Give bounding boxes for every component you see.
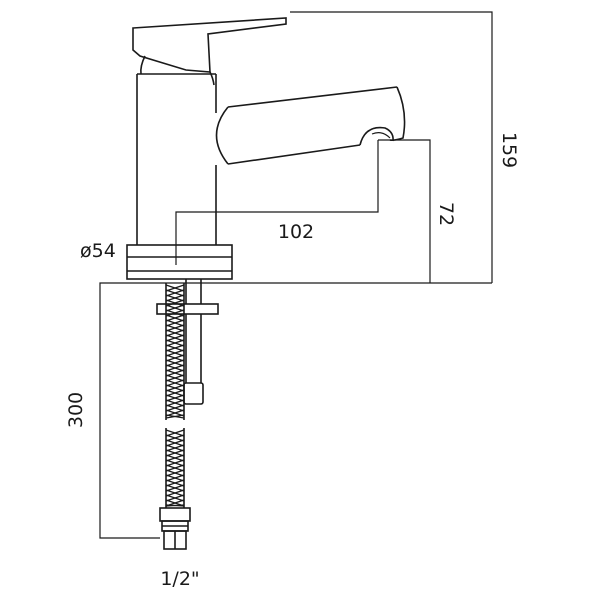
braid-strand — [165, 434, 185, 442]
braid-strand — [165, 389, 185, 397]
braid-strand — [165, 479, 185, 487]
braid-strand — [165, 299, 185, 307]
braid-strand — [165, 394, 185, 402]
braid-strand — [165, 489, 185, 497]
braided-hose — [165, 283, 185, 508]
braid-strand — [165, 459, 185, 467]
total-height-label: 159 — [498, 132, 520, 168]
hose-connector — [159, 507, 191, 550]
braid-strand — [165, 384, 185, 392]
braid-strand — [165, 504, 185, 507]
braid-strand — [165, 484, 185, 492]
braid-strand — [165, 429, 185, 437]
braid-strand — [165, 454, 185, 462]
braid-strand — [165, 364, 185, 372]
braid-strand — [165, 319, 185, 327]
braid-strand — [165, 349, 185, 357]
braid-strand — [165, 359, 185, 367]
dimension-lines — [99, 11, 493, 539]
braid-strand — [165, 399, 185, 407]
braid-strand — [165, 414, 185, 419]
lever-handle — [132, 17, 287, 86]
spout — [215, 86, 406, 165]
braid-strand — [165, 294, 185, 302]
connector-size-label: 1/2" — [160, 568, 199, 590]
braid-strand — [165, 439, 185, 447]
braid-strand — [165, 344, 185, 352]
braid-strand — [165, 309, 185, 317]
braid-strand — [165, 304, 185, 312]
base-diameter-label: ø54 — [80, 240, 116, 262]
braid-strand — [165, 339, 185, 347]
braid-strand — [165, 324, 185, 332]
braid-strand — [165, 464, 185, 472]
braid-strand — [165, 314, 185, 322]
braid-strand — [165, 329, 185, 337]
braid-strand — [165, 474, 185, 482]
braid-strand — [165, 379, 185, 387]
spout-reach-label: 102 — [278, 221, 314, 243]
braid-strand — [165, 289, 185, 297]
hose-length-label: 300 — [65, 392, 87, 428]
braid-strand — [165, 494, 185, 502]
braid-strand — [165, 284, 185, 292]
spout-height-label: 72 — [435, 202, 457, 226]
tap-body — [136, 73, 217, 245]
braid-strand — [165, 444, 185, 452]
braid-strand — [165, 469, 185, 477]
braid-strand — [165, 334, 185, 342]
braid-strand — [165, 449, 185, 457]
braid-strand — [165, 354, 185, 362]
braid-strand — [165, 374, 185, 382]
braid-strand — [165, 369, 185, 377]
base-flange — [126, 244, 233, 280]
braid-strand — [165, 404, 185, 412]
